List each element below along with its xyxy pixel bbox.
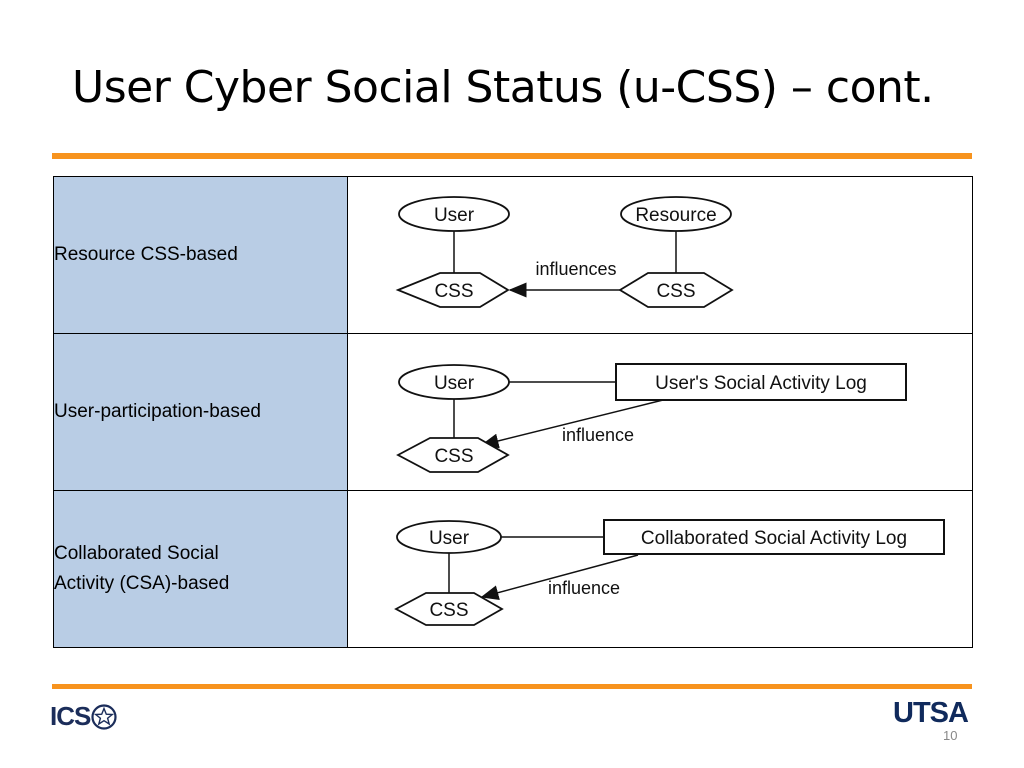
user-entity: User: [398, 196, 510, 232]
ics-logo: ICS: [50, 701, 117, 732]
user-entity-label: User: [429, 528, 470, 549]
css-label: CSS: [429, 600, 468, 621]
diagram-csa-svg: User Collaborated Social Activity Log CS…: [394, 519, 945, 626]
influence-edge-label: influence: [548, 578, 620, 598]
user-css-label: CSS: [434, 281, 473, 302]
resource-css-attribute: CSS: [618, 272, 734, 308]
user-entity-label: User: [434, 373, 475, 394]
diagram-resource-css: User Resource CSS CSS influences: [347, 176, 973, 334]
row-label-csa-line2: Activity (CSA)-based: [54, 573, 230, 594]
css-types-table: Resource CSS-based User Resource: [53, 176, 973, 648]
collab-log-box: Collaborated Social Activity Log: [603, 519, 945, 555]
ics-logo-text: ICS: [50, 701, 91, 731]
bottom-accent-rule: [52, 684, 972, 689]
user-entity-label: User: [434, 205, 475, 226]
table-row: Resource CSS-based User Resource: [53, 176, 973, 334]
css-attribute: CSS: [394, 592, 504, 626]
collab-log-label: Collaborated Social Activity Log: [641, 528, 907, 549]
influence-edge-label: influence: [562, 425, 634, 445]
user-css-attribute: CSS: [395, 272, 510, 308]
activity-log-box: User's Social Activity Log: [615, 363, 907, 401]
diagram-user-participation-svg: User User's Social Activity Log CSS infl…: [396, 363, 907, 473]
page-number: 10: [943, 728, 958, 743]
user-entity: User: [396, 520, 502, 554]
table-row: User-participation-based User User's So: [53, 333, 973, 491]
css-label: CSS: [434, 446, 473, 467]
diagram-csa: User Collaborated Social Activity Log CS…: [347, 490, 973, 648]
influences-edge-label: influences: [535, 259, 616, 279]
top-accent-rule: [52, 153, 972, 159]
resource-entity-label: Resource: [635, 205, 716, 226]
row-label-user-participation: User-participation-based: [53, 333, 348, 491]
diagram-resource-css-svg: User Resource CSS CSS influences: [395, 196, 734, 308]
slide-title: User Cyber Social Status (u-CSS) – cont.: [72, 62, 934, 113]
row-label-csa: Collaborated Social Activity (CSA)-based: [53, 490, 348, 648]
resource-entity: Resource: [620, 196, 732, 232]
table-row: Collaborated Social Activity (CSA)-based…: [53, 490, 973, 648]
utsa-logo: UTSA: [893, 697, 969, 729]
row-label-csa-line1: Collaborated Social: [54, 543, 219, 564]
user-entity: User: [398, 364, 510, 400]
star-seal-icon: [91, 703, 117, 730]
row-label-resource-css: Resource CSS-based: [53, 176, 348, 334]
activity-log-label: User's Social Activity Log: [655, 373, 867, 394]
resource-css-label: CSS: [656, 281, 695, 302]
css-attribute: CSS: [396, 437, 510, 473]
diagram-user-participation: User User's Social Activity Log CSS infl…: [347, 333, 973, 491]
